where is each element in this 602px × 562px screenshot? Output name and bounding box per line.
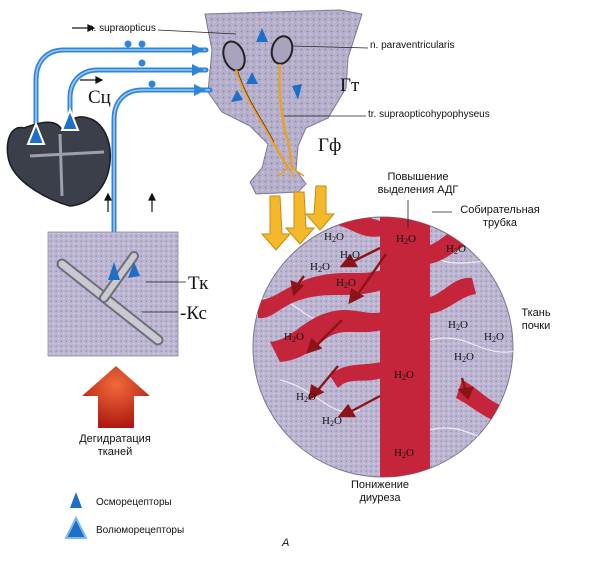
flow-arrow-2-head [348, 288, 365, 305]
label-kidney-tissue-line1: Ткань [521, 307, 551, 319]
flow-arrow-1 [351, 246, 381, 264]
label-dehydration-line2: тканей [97, 446, 133, 458]
nerve-highlight-2 [69, 69, 206, 132]
label-collecting-tube: Собирательная трубка [452, 205, 548, 229]
label-adh-increase-line1: Повышение [387, 171, 449, 183]
arrow-heart-head [95, 76, 104, 84]
leader-supraopticus [157, 29, 237, 35]
nerve-node-1 [124, 40, 132, 48]
osmoreceptor-2 [231, 90, 243, 102]
nucleus-right [270, 35, 294, 65]
label-kidney-tissue-line2: почки [521, 320, 551, 332]
nerve-highlight-1 [35, 49, 206, 132]
h2o-label: H2O [448, 319, 468, 332]
osmoreceptor-1 [256, 28, 268, 42]
flow-arrow-5 [349, 394, 381, 414]
collecting-tube [380, 217, 430, 477]
legend-osmoreceptors: Осморецепторы [96, 497, 172, 508]
label-adh-increase: Повышение выделения АДГ [358, 172, 478, 196]
nerve-arrow-3 [194, 84, 206, 96]
tissue-osmoreceptor-1 [108, 262, 120, 280]
flow-arrow-1-head [339, 253, 359, 268]
label-diuresis-line1: Понижение [350, 479, 410, 491]
label-paraventricularis: n. paraventricularis [370, 40, 455, 51]
volumoreceptor-1 [26, 121, 46, 145]
tract-fiber-dark [237, 71, 275, 143]
dehydration-arrow [82, 366, 150, 428]
label-diuresis-line2: диуреза [359, 492, 401, 504]
label-supraopticus: n. supraopticus [88, 23, 156, 34]
label-tract: tr. supraopticohypophyseus [368, 109, 490, 120]
legend-volumoreceptor-icon [64, 515, 88, 539]
nerve-arrow-2 [192, 64, 204, 76]
label-dehydration-line1: Дегидратация [79, 433, 151, 445]
label-kidney-tissue: Ткань почки [506, 308, 566, 332]
h2o-label: H2O [336, 277, 356, 290]
branch-upper-left [330, 217, 384, 237]
figure-letter: А [282, 537, 290, 549]
tract-terminal-2 [289, 167, 295, 179]
label-diuresis: Понижение диуреза [330, 480, 430, 504]
label-collecting-line1: Собирательная [460, 204, 540, 216]
h2o-label: H2O [446, 243, 466, 256]
tract-terminal-3 [291, 167, 305, 177]
tissue-osmoreceptor-2 [128, 262, 140, 278]
nerve-arrow-1 [192, 44, 204, 56]
h2o-label: H2O [454, 351, 474, 364]
h2o-label: H2O [324, 231, 344, 244]
heart [6, 116, 112, 207]
heart-septum [29, 133, 105, 197]
nerve-node-4 [148, 80, 156, 88]
nucleus-left [222, 40, 246, 72]
h2o-label: H2O [310, 261, 330, 274]
osmoreceptor-4 [246, 72, 258, 84]
h2o-label: H2O [484, 331, 504, 344]
tract-terminal-1 [277, 167, 289, 177]
h2o-label: H2O [284, 331, 304, 344]
flow-arrow-6 [297, 275, 305, 285]
flow-arrow-6-head [290, 280, 305, 297]
flow-arrow-4 [317, 365, 339, 391]
volumoreceptor-2 [60, 107, 80, 131]
flow-arrow-3 [315, 319, 343, 347]
flow-arrow-5-head [337, 403, 357, 418]
branch-mid-left [258, 270, 382, 319]
branch-lower-left-2 [330, 362, 382, 388]
legend-osmoreceptor-icon [70, 492, 82, 508]
tract-fiber-right [278, 63, 294, 169]
h2o-label: H2O [394, 369, 414, 382]
arrow-up-2-head [148, 192, 156, 201]
tract-fiber-left [234, 69, 290, 169]
label-vessel: -Кс [180, 303, 207, 324]
nerve-highlight-3 [113, 89, 210, 262]
branch-mid-right [428, 277, 476, 314]
adh-arrows [260, 185, 336, 251]
legend-volumoreceptors: Волюморецепторы [96, 525, 185, 536]
osmoreceptor-3 [292, 84, 302, 100]
flow-arrow-2 [357, 253, 387, 295]
label-hypophysis: Гф [318, 135, 342, 156]
label-heart: Сц [88, 87, 111, 108]
label-adh-increase-line2: выделения АДГ [377, 184, 459, 196]
h2o-label: H2O [396, 233, 416, 246]
label-collecting-line2: трубка [482, 217, 518, 229]
flow-arrow-3-head [306, 337, 323, 354]
h2o-label: H2O [322, 415, 342, 428]
label-dehydration: Дегидратация тканей [60, 434, 170, 458]
h2o-label: H2O [394, 447, 414, 460]
h2o-label: H2O [296, 391, 316, 404]
flow-arrow-4-head [308, 384, 325, 401]
h2o-label: H2O [340, 249, 360, 262]
flow-arrow-7-head [457, 386, 474, 401]
label-tissue: Тк [188, 273, 209, 294]
arrow-top-head [87, 24, 96, 32]
nerve-node-2 [138, 40, 146, 48]
nerve-node-3 [138, 59, 146, 67]
arrow-up-1-head [104, 192, 112, 201]
label-hypothalamus: Гт [340, 75, 360, 96]
leader-paraventricularis [291, 45, 369, 49]
